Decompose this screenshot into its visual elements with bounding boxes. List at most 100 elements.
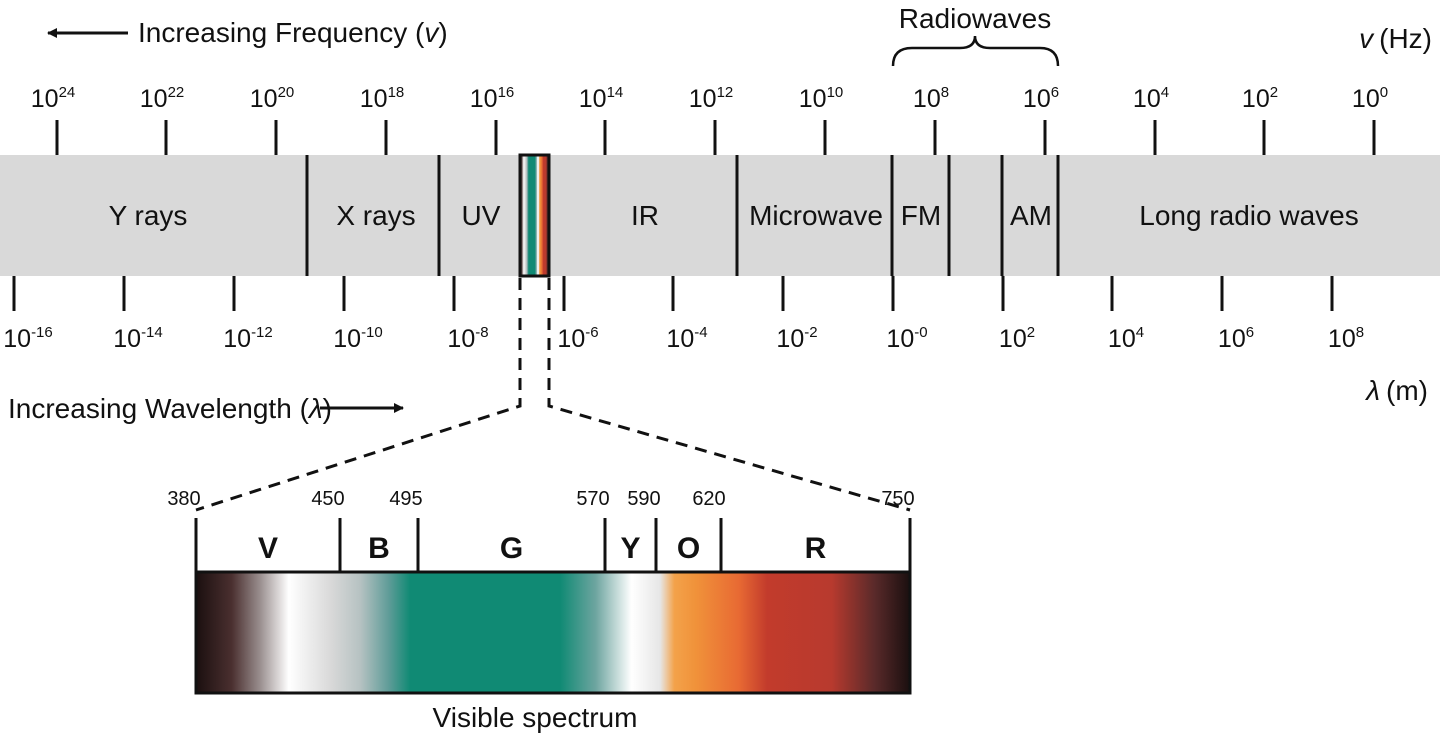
visible-band-letter: O: [677, 532, 700, 565]
region-gamma-rays: Y rays: [109, 200, 188, 231]
frequency-tick: 1010: [799, 84, 844, 155]
region-fm: FM: [901, 200, 941, 231]
frequency-direction: Increasing Frequency (v): [47, 17, 448, 48]
frequency-tick: 104: [1133, 84, 1169, 155]
visible-band-letter: R: [805, 532, 827, 565]
visible-boundary: 495: [389, 488, 423, 572]
frequency-tick: 1022: [140, 84, 185, 155]
wavelength-tick: 10-10: [333, 276, 383, 353]
frequency-tick-label: 106: [1023, 84, 1059, 113]
wavelength-tick: 10-12: [223, 276, 273, 353]
visible-band-letter: G: [500, 532, 523, 565]
visible-boundary-label: 450: [311, 488, 344, 510]
visible-boundary: 590: [627, 488, 661, 572]
wavelength-tick-label: 10-10: [333, 324, 383, 353]
frequency-tick: 108: [913, 84, 949, 155]
region-ir: IR: [631, 200, 659, 231]
frequency-tick: 1018: [360, 84, 405, 155]
wavelength-tick-label: 10-16: [3, 324, 53, 353]
visible-boundary: 750: [881, 488, 915, 572]
wavelength-ticks: 10-16 10-14 10-12 10-10 10-8 10-6 10-4 10-2 10-0…: [3, 276, 1364, 353]
wavelength-tick: 10-16: [3, 276, 53, 353]
visible-spectrum-gradient: [194, 570, 912, 695]
frequency-unit-label: v(Hz): [1359, 23, 1432, 54]
frequency-tick: 100: [1352, 84, 1388, 155]
radiowaves-brace-icon: [891, 35, 1060, 67]
wavelength-tick: 10-4: [666, 276, 708, 353]
frequency-tick-label: 108: [913, 84, 949, 113]
wavelength-tick: 106: [1218, 276, 1254, 353]
visible-boundary-label: 570: [576, 488, 609, 510]
visible-boundary: 570: [576, 488, 610, 572]
frequency-tick-label: 102: [1242, 84, 1278, 113]
frequency-tick: 1014: [579, 84, 624, 155]
wavelength-tick-label: 108: [1328, 324, 1364, 353]
wavelength-tick-label: 10-6: [557, 324, 598, 353]
visible-boundary-label: 380: [167, 488, 200, 510]
visible-band-letter: Y: [620, 532, 640, 565]
visible-boundary: 380: [167, 488, 201, 572]
visible-boundaries: 380 450 495 570 590 620 750: [167, 488, 915, 572]
wavelength-tick-label: 10-4: [666, 324, 707, 353]
wavelength-tick-label: 102: [999, 324, 1035, 353]
visible-spectrum-caption: Visible spectrum: [433, 702, 638, 733]
wavelength-tick: 10-14: [113, 276, 163, 353]
wavelength-tick-label: 10-0: [886, 324, 927, 353]
wavelength-tick: 108: [1328, 276, 1364, 353]
frequency-tick-label: 1010: [799, 84, 844, 113]
wavelength-tick: 102: [999, 276, 1035, 353]
region-microwave: Microwave: [749, 200, 883, 231]
frequency-tick-label: 1014: [579, 84, 624, 113]
region-x-rays: X rays: [336, 200, 415, 231]
frequency-tick: 1020: [250, 84, 295, 155]
visible-boundary-label: 590: [627, 488, 660, 510]
region-am: AM: [1010, 200, 1052, 231]
visible-band-letter: B: [368, 532, 390, 565]
region-labels: Y rays X rays UV IR Microwave FM AM Long…: [109, 200, 1359, 231]
frequency-tick-label: 1016: [470, 84, 515, 113]
spectrum-band: [0, 155, 1440, 276]
wavelength-tick-label: 10-2: [776, 324, 817, 353]
frequency-ticks: 1024 1022 1020 1018 1016 1014 1012 1010 108 106 10…: [31, 84, 1388, 155]
visible-band-letter: V: [258, 532, 278, 565]
wavelength-tick-label: 10-12: [223, 324, 273, 353]
wavelength-tick: 10-2: [776, 276, 818, 353]
wavelength-tick: 10-6: [557, 276, 599, 353]
visible-boundary: 620: [692, 488, 726, 572]
region-dividers: [305, 155, 1060, 276]
region-uv: UV: [462, 200, 501, 231]
frequency-tick-label: 1020: [250, 84, 295, 113]
frequency-tick: 1012: [689, 84, 734, 155]
wavelength-tick: 10-8: [447, 276, 489, 353]
frequency-tick-label: 104: [1133, 84, 1169, 113]
frequency-tick-label: 1022: [140, 84, 185, 113]
visible-boundary-label: 495: [389, 488, 422, 510]
visible-boundary: 450: [311, 488, 345, 572]
wavelength-direction: Increasing Wavelength (λ): [8, 393, 404, 424]
frequency-tick-label: 100: [1352, 84, 1388, 113]
frequency-tick-label: 1012: [689, 84, 734, 113]
wavelength-tick-label: 10-8: [447, 324, 488, 353]
frequency-tick-label: 1024: [31, 84, 76, 113]
radiowaves-annotation: Radiowaves: [891, 3, 1060, 67]
wavelength-label: Increasing Wavelength (λ): [8, 393, 332, 424]
frequency-tick: 1016: [470, 84, 515, 155]
zoom-lines: [195, 278, 911, 512]
visible-band-marker: [518, 153, 551, 278]
frequency-label: Increasing Frequency (v): [138, 17, 448, 48]
wavelength-tick: 10-0: [886, 276, 928, 353]
frequency-tick: 102: [1242, 84, 1278, 155]
wavelength-tick-label: 104: [1108, 324, 1144, 353]
wavelength-unit-label: λ(m): [1364, 375, 1428, 406]
visible-spectrum-detail: 380 450 495 570 590 620 750 V B G Y O R Visible spe…: [167, 488, 914, 733]
frequency-tick: 106: [1023, 84, 1059, 155]
wavelength-tick-label: 10-14: [113, 324, 163, 353]
wavelength-tick: 104: [1108, 276, 1144, 353]
wavelength-tick-label: 106: [1218, 324, 1254, 353]
frequency-tick-label: 1018: [360, 84, 405, 113]
region-long-radio-waves: Long radio waves: [1139, 200, 1358, 231]
radiowaves-label: Radiowaves: [899, 3, 1052, 34]
visible-boundary-label: 750: [881, 488, 914, 510]
